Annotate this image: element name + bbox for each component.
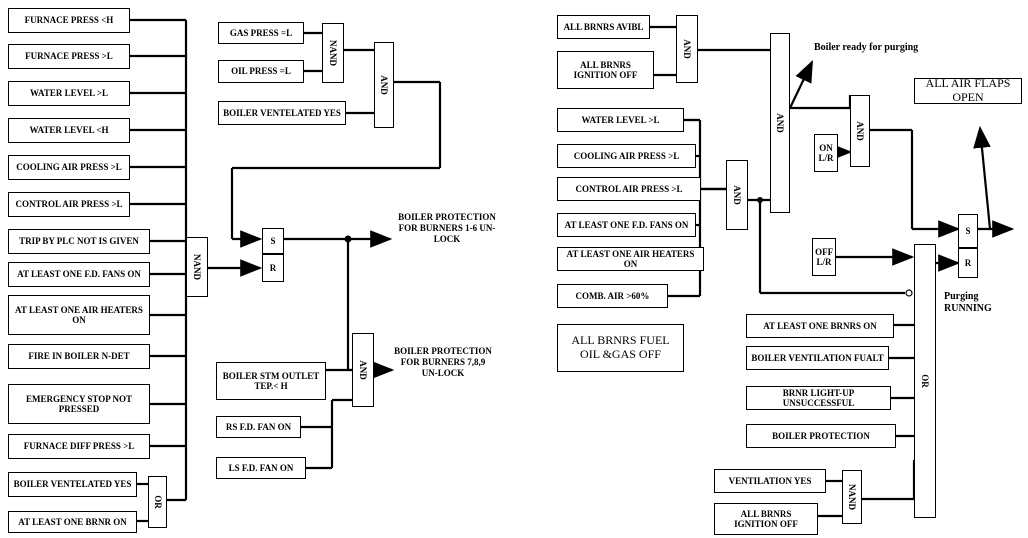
sr-latch-left-r: R xyxy=(262,254,284,282)
input-fire-in-boiler: FIRE IN BOILER N-DET xyxy=(8,344,150,369)
and-gate-burners: AND xyxy=(352,333,374,407)
input-water-level-gt-l: WATER LEVEL >L xyxy=(8,81,130,106)
input-fd-fans-r: AT LEAST ONE F.D. FANS ON xyxy=(557,213,696,237)
output-protection-1-6: BOILER PROTECTION FOR BURNERS 1-6 UN-LOC… xyxy=(398,212,496,244)
input-ls-fd-fan: LS F.D. FAN ON xyxy=(216,457,306,479)
input-air-heaters-on: AT LEAST ONE AIR HEATERS ON xyxy=(8,295,150,335)
output-all-air-flaps-open: ALL AIR FLAPS OPEN xyxy=(914,76,1022,104)
input-oil-press: OIL PRESS =L xyxy=(218,60,304,83)
and-gate-ready: AND xyxy=(770,33,790,213)
sr-latch-right-r: R xyxy=(958,248,978,278)
input-boiler-ventelated: BOILER VENTELATED YES xyxy=(8,472,137,497)
nand-gate-gas: NAND xyxy=(322,23,344,83)
input-at-least-one-brnr: AT LEAST ONE BRNR ON xyxy=(8,511,137,533)
input-all-brnrs-ignition-off-bottom: ALL BRNRS IGNITION OFF xyxy=(714,503,818,535)
nand-gate-main: NAND xyxy=(186,237,208,297)
and-gate-left-r: AND xyxy=(726,160,748,230)
input-furnace-press-gt-l: FURNACE PRESS >L xyxy=(8,44,130,69)
input-furnace-press-lt-h: FURNACE PRESS <H xyxy=(8,8,130,33)
input-furnace-diff-press: FURNACE DIFF PRESS >L xyxy=(8,434,150,459)
and-gate-flaps: AND xyxy=(850,95,870,167)
input-all-brnrs-avibl: ALL BRNRS AVIBL xyxy=(557,15,650,39)
or-gate-small: OR xyxy=(148,476,167,528)
input-gas-press: GAS PRESS =L xyxy=(218,22,304,44)
and-gate-gas: AND xyxy=(374,42,394,128)
input-ventilation-yes: VENTILATION YES xyxy=(714,469,826,493)
input-emergency-stop: EMERGENCY STOP NOT PRESSED xyxy=(8,384,150,424)
input-air-heaters-r: AT LEAST ONE AIR HEATERS ON xyxy=(557,247,704,271)
sr-latch-left-s: S xyxy=(262,228,284,254)
input-off-lr: OFF L/R xyxy=(812,238,836,276)
input-trip-by-plc: TRIP BY PLC NOT IS GIVEN xyxy=(8,229,150,254)
nand-gate-vent: NAND xyxy=(842,470,862,524)
input-control-air-press: CONTROL AIR PRESS >L xyxy=(8,192,130,217)
input-control-air-r: CONTROL AIR PRESS >L xyxy=(557,177,701,201)
output-protection-7-8-9: BOILER PROTECTION FOR BURNERS 7,8,9 UN-L… xyxy=(394,346,492,378)
or-gate-right: OR xyxy=(914,244,936,518)
input-cooling-air-press: COOLING AIR PRESS >L xyxy=(8,155,130,180)
input-all-brnrs-ignition-off-top: ALL BRNRS IGNITION OFF xyxy=(557,51,654,89)
output-purging-running: Purging RUNNING xyxy=(944,291,992,314)
input-comb-air: COMB. AIR >60% xyxy=(557,284,668,308)
sr-latch-right-s: S xyxy=(958,214,978,248)
input-boiler-protection: BOILER PROTECTION xyxy=(746,424,896,448)
input-boiler-stm-outlet: BOILER STM OUTLET TEP.< H xyxy=(216,362,326,400)
input-boiler-ventilation-fault: BOILER VENTILATION FUALT xyxy=(746,346,889,370)
input-boiler-ventelated-gas: BOILER VENTELATED YES xyxy=(218,101,346,125)
input-brnr-light-up: BRNR LIGHT-UP UNSUCCESSFUL xyxy=(746,386,891,410)
input-all-fuel-off: ALL BRNRS FUEL OIL &GAS OFF xyxy=(557,324,684,372)
input-water-level-lt-h: WATER LEVEL <H xyxy=(8,118,130,143)
input-on-lr: ON L/R xyxy=(814,134,838,172)
input-fd-fans-on: AT LEAST ONE F.D. FANS ON xyxy=(8,262,150,287)
input-at-least-one-brnrs-on: AT LEAST ONE BRNRS ON xyxy=(746,314,894,338)
input-cooling-air-r: COOLING AIR PRESS >L xyxy=(557,144,696,168)
input-water-level-r: WATER LEVEL >L xyxy=(557,108,684,132)
input-rs-fd-fan: RS F.D. FAN ON xyxy=(216,416,301,438)
output-ready-for-purging: Boiler ready for purging xyxy=(814,42,919,53)
and-gate-avail: AND xyxy=(676,15,698,83)
